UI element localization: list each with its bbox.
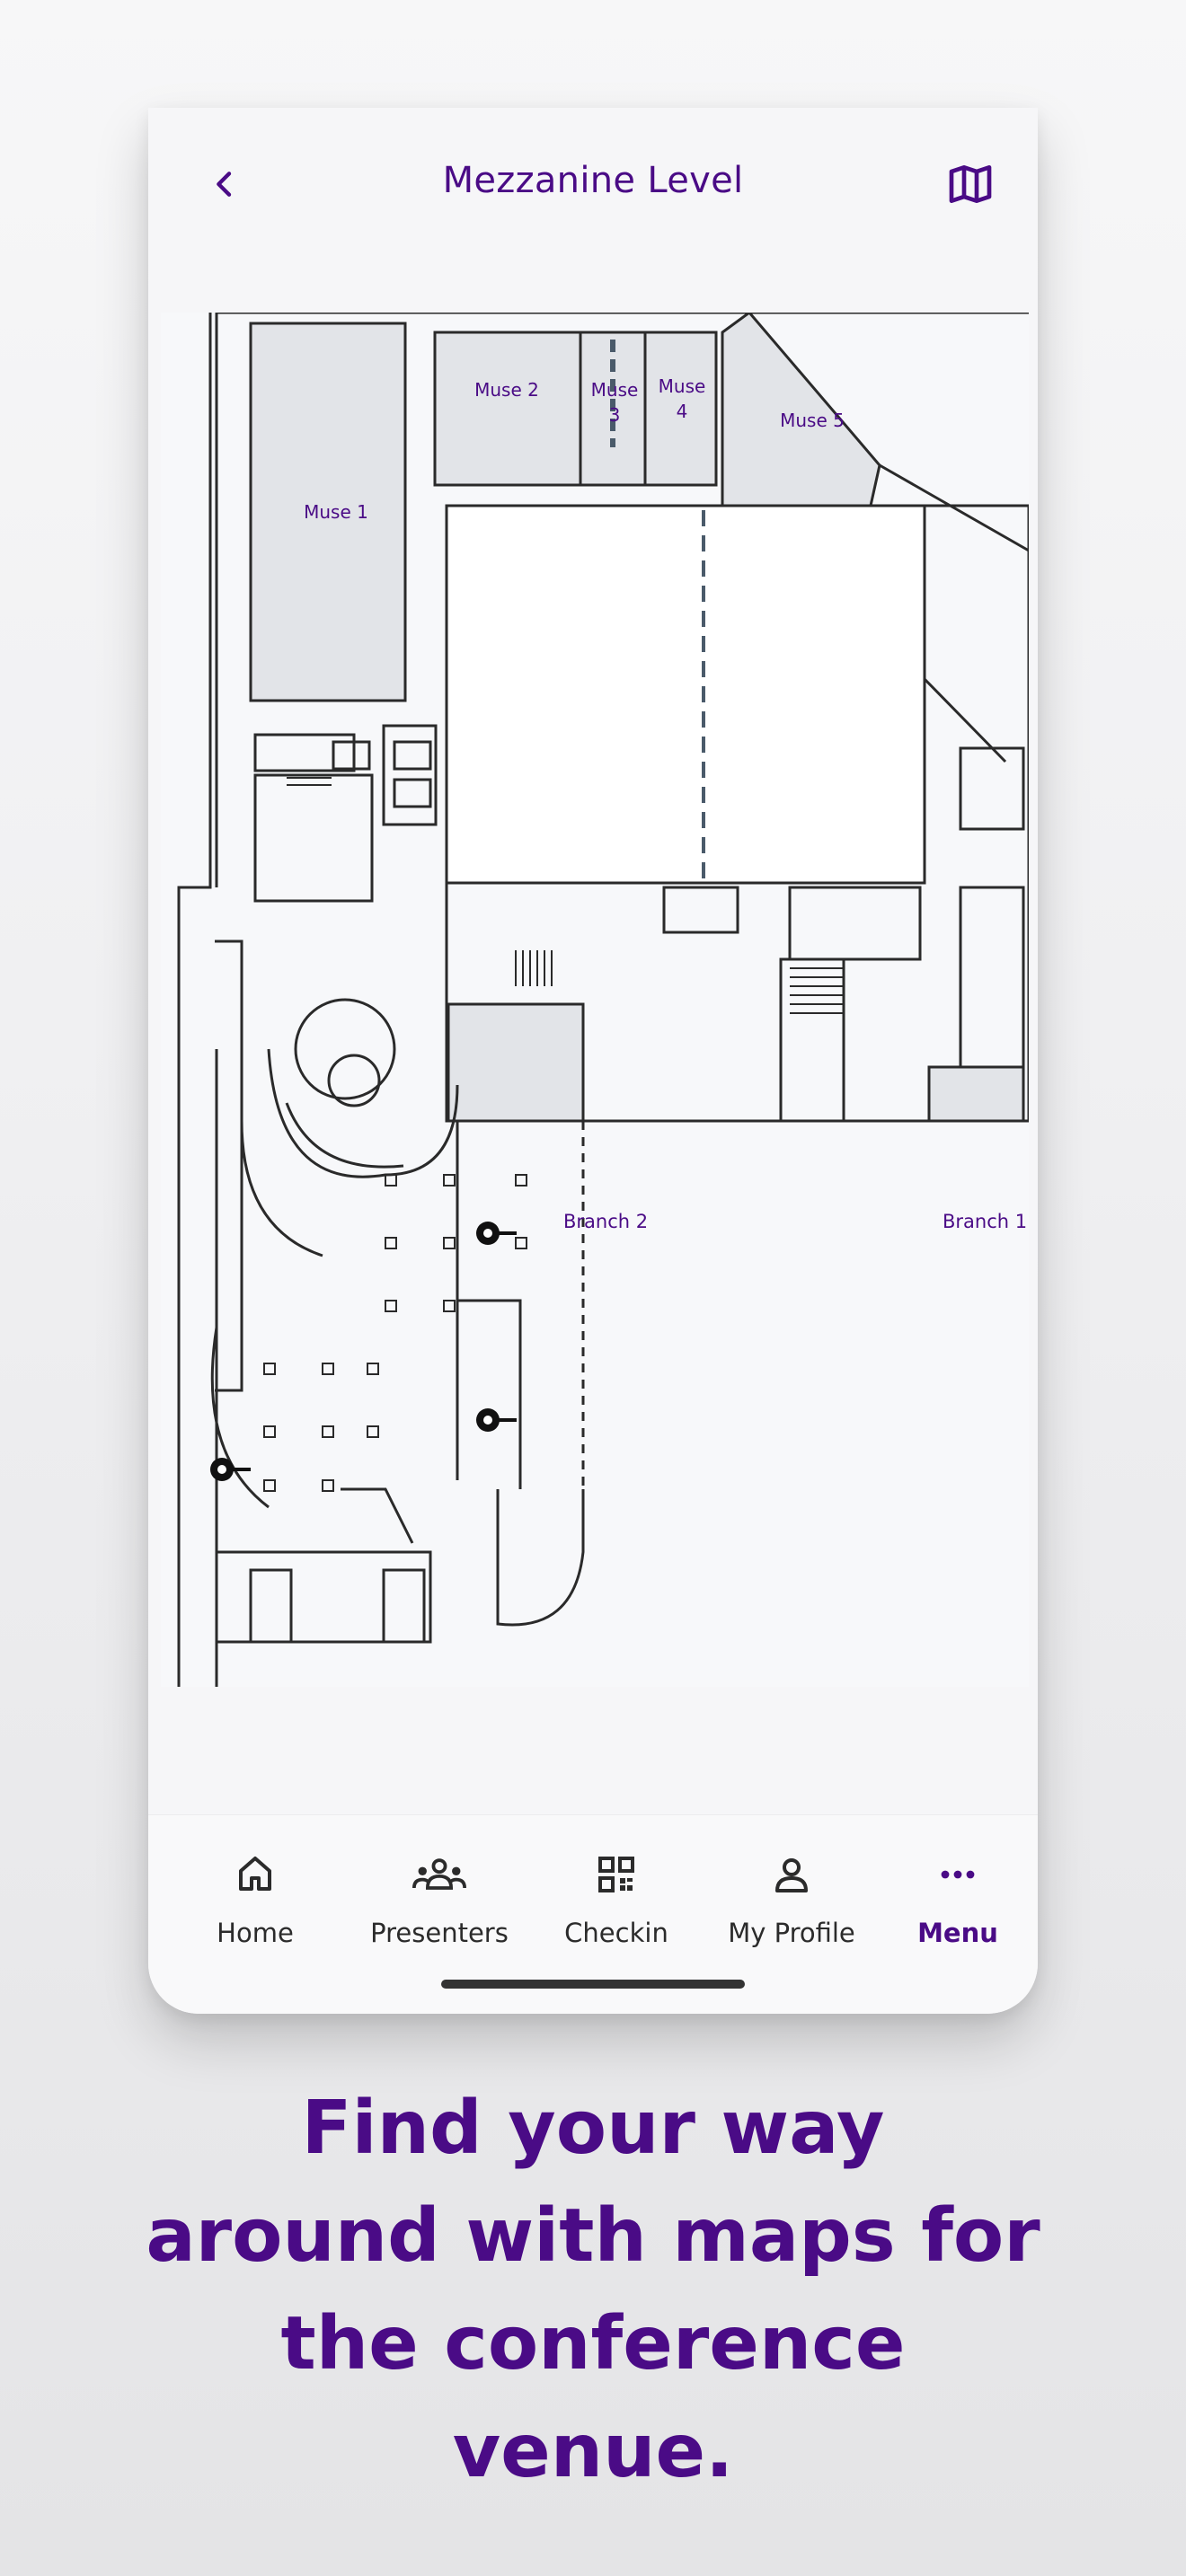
nav-item-checkin[interactable]: Checkin xyxy=(531,1848,702,1973)
nav-label-presenters: Presenters xyxy=(370,1918,509,1948)
nav-item-my-profile[interactable]: My Profile xyxy=(706,1848,877,1973)
nav-item-home[interactable]: Home xyxy=(170,1848,341,1973)
page-title: Mezzanine Level xyxy=(442,160,744,201)
marketing-tagline: Find your way around with maps for the c… xyxy=(146,2086,1040,2494)
room-label-muse3[interactable]: Muse 3 xyxy=(590,379,639,426)
app-header: Mezzanine Level xyxy=(148,108,1038,260)
more-dots-icon xyxy=(941,1870,975,1879)
map-pin-icon[interactable] xyxy=(208,1453,261,1489)
room-label-muse2[interactable]: Muse 2 xyxy=(474,379,539,401)
nav-label-my-profile: My Profile xyxy=(728,1918,855,1948)
floor-plan-drawing xyxy=(177,313,1029,1687)
floor-map[interactable]: Muse 1 Muse 2 Muse 3 Muse 4 Muse 5 Branc… xyxy=(161,313,1029,1687)
qr-code-icon xyxy=(598,1857,634,1892)
nav-item-presenters[interactable]: Presenters xyxy=(354,1848,525,1973)
home-indicator xyxy=(441,1980,745,1989)
nav-item-menu[interactable]: Menu xyxy=(872,1848,1038,1973)
people-icon xyxy=(412,1858,466,1890)
person-icon xyxy=(775,1858,808,1892)
map-pin-icon[interactable] xyxy=(474,1217,527,1253)
nav-label-menu: Menu xyxy=(917,1918,998,1948)
branch-label-2[interactable]: Branch 2 xyxy=(563,1211,649,1232)
back-button[interactable] xyxy=(193,153,256,216)
home-icon xyxy=(239,1857,271,1891)
room-label-muse4[interactable]: Muse 4 xyxy=(658,375,706,422)
branch-label-1[interactable]: Branch 1 xyxy=(943,1211,1028,1232)
nav-label-checkin: Checkin xyxy=(564,1918,668,1948)
map-pin-icon[interactable] xyxy=(474,1404,527,1440)
room-label-muse1[interactable]: Muse 1 xyxy=(304,501,368,523)
phone-frame: Mezzanine Level xyxy=(148,108,1038,2014)
map-view-button[interactable] xyxy=(939,153,1002,216)
room-label-muse5[interactable]: Muse 5 xyxy=(780,410,845,431)
nav-label-home: Home xyxy=(217,1918,294,1948)
map-icon xyxy=(949,165,992,204)
chevron-left-icon xyxy=(217,172,232,197)
